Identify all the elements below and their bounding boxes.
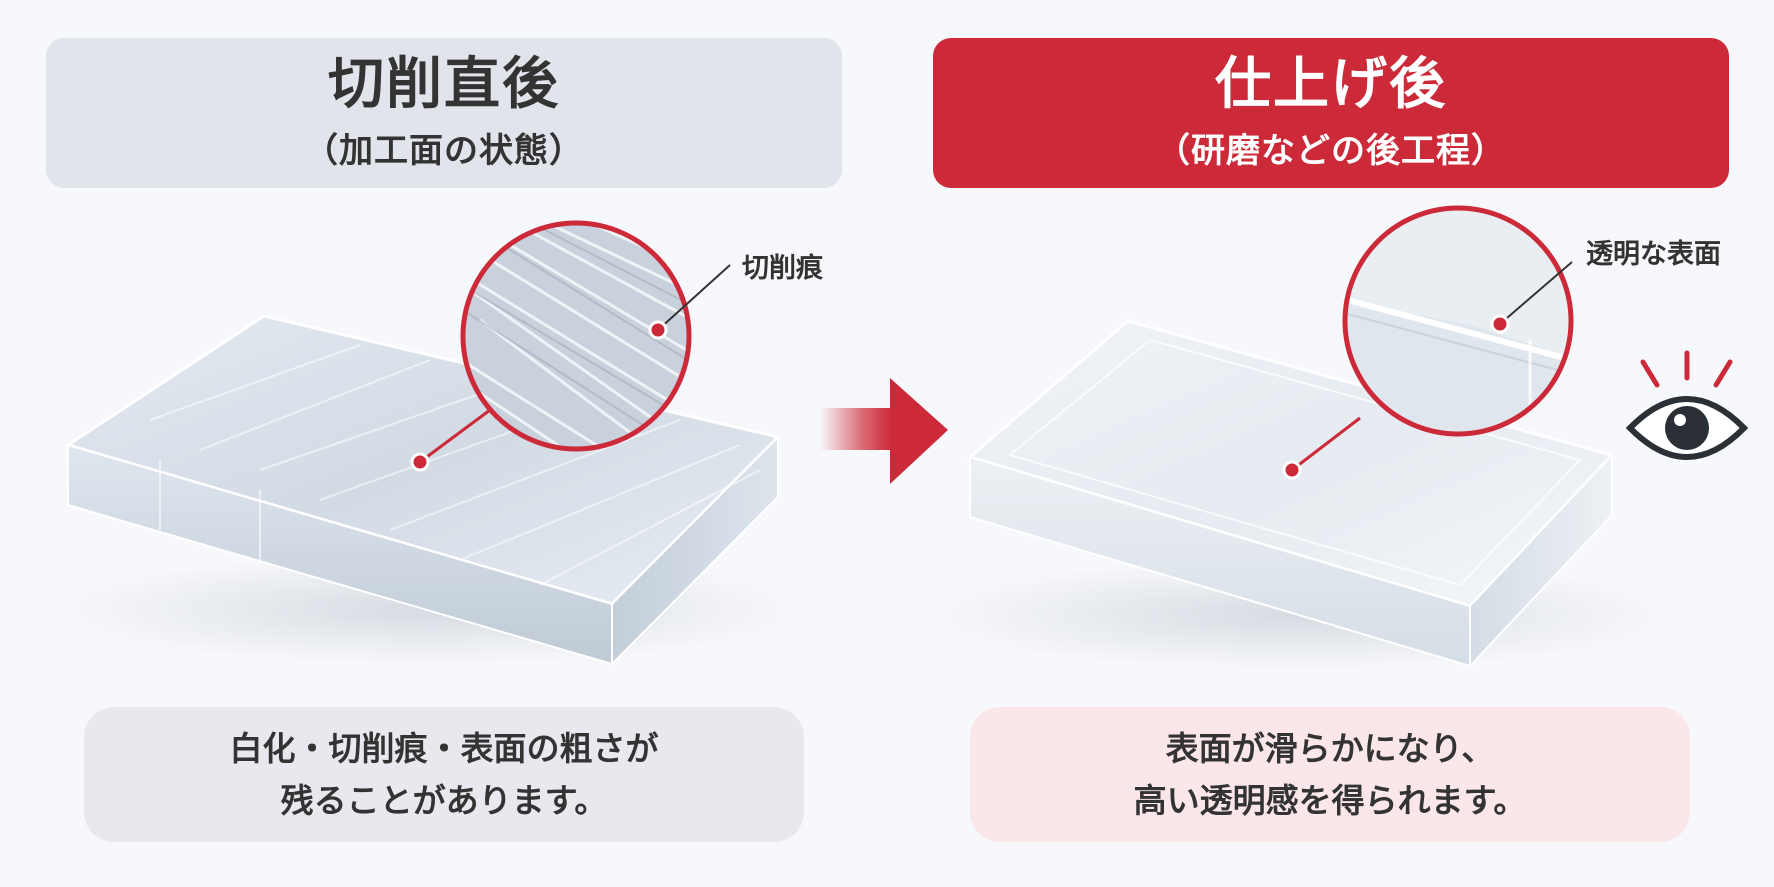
after-callout-label: 透明な表面 — [1586, 239, 1721, 270]
before-magnifier — [410, 220, 731, 472]
after-subtitle: （研磨などの後工程） — [1156, 131, 1506, 172]
before-caption-line1: 白化・切削痕・表面の粗さが — [229, 729, 659, 769]
arrow-right-icon — [820, 378, 948, 484]
before-header: 切削直後 （加工面の状態） — [46, 38, 842, 188]
before-caption-line2: 残ることがあります。 — [280, 780, 608, 820]
after-caption-line1: 表面が滑らかになり、 — [1165, 729, 1495, 769]
before-callout-label: 切削痕 — [742, 253, 823, 284]
after-title: 仕上げ後 — [1215, 51, 1447, 117]
after-magnifier — [1282, 205, 1574, 480]
after-caption-line2: 高い透明感を得られます。 — [1133, 780, 1527, 820]
before-subtitle: （加工面の状態） — [304, 131, 584, 172]
eye-icon — [1625, 350, 1749, 460]
before-acrylic-block — [50, 314, 810, 667]
after-caption: 表面が滑らかになり、 高い透明感を得られます。 — [970, 707, 1690, 842]
before-title: 切削直後 — [328, 51, 560, 117]
after-header: 仕上げ後 （研磨などの後工程） — [933, 38, 1729, 188]
after-acrylic-block — [920, 319, 1680, 670]
before-caption: 白化・切削痕・表面の粗さが 残ることがあります。 — [84, 707, 804, 842]
